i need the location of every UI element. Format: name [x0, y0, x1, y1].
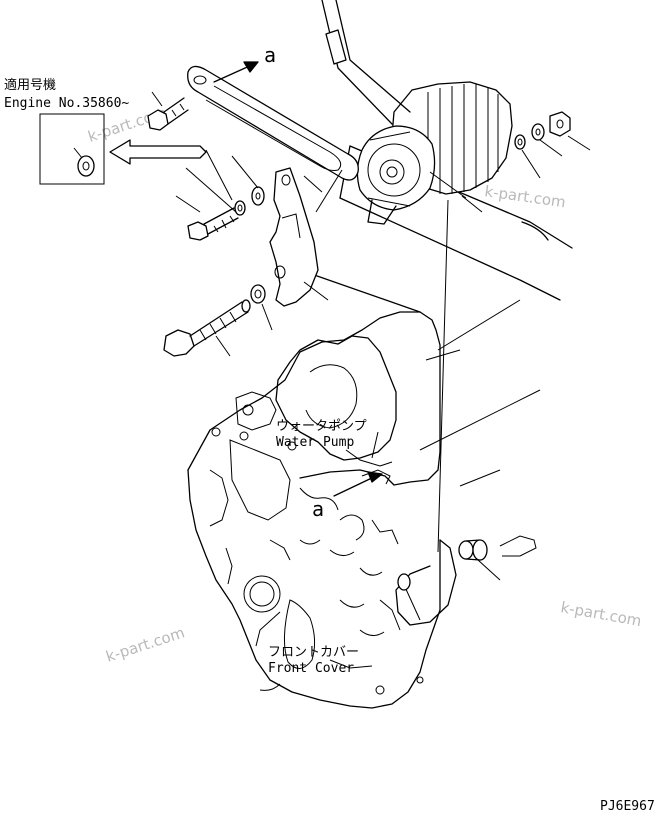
watermark: k-part.com	[104, 623, 187, 665]
front-cover-label-jp: フロントカバー	[268, 645, 359, 660]
front-cover-label-en: Front Cover	[268, 661, 354, 676]
long-bolt	[163, 299, 251, 357]
water-pump-label-jp: ウォータポンプ	[276, 419, 367, 434]
view-marker-top: a	[264, 43, 276, 67]
washers	[234, 111, 571, 304]
strap-bolt	[147, 91, 189, 131]
engine-number: Engine No.35860~	[4, 96, 129, 111]
alternator-head	[356, 81, 513, 225]
dowel-sleeve	[397, 535, 537, 591]
applicability-box	[39, 113, 105, 185]
bracket-bolt	[175, 195, 239, 241]
nut	[521, 135, 591, 179]
front-cover-outline	[187, 311, 457, 709]
alternator-bracket	[269, 167, 319, 307]
drawing-code: PJ6E967	[600, 799, 655, 814]
leader-lines	[185, 149, 483, 647]
view-marker-bottom: a	[312, 497, 324, 521]
view-arrow-bottom	[333, 471, 383, 497]
fan-belt	[321, 0, 411, 125]
water-pump-label-en: Water Pump	[276, 435, 354, 450]
watermark: k-part.com	[559, 598, 643, 630]
applicability-title: 適用号機	[4, 77, 56, 93]
adjusting-bar	[187, 65, 359, 213]
water-pump	[235, 335, 397, 485]
view-arrow-top	[213, 61, 259, 83]
reference-arrow	[109, 139, 207, 165]
